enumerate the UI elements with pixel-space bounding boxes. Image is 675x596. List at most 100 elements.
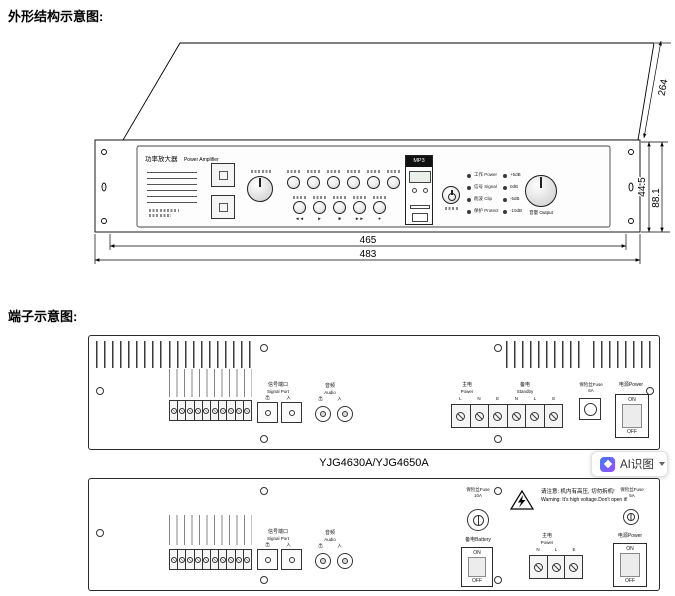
level-led (503, 210, 507, 214)
micro-label (313, 196, 327, 199)
vent-slots (96, 341, 162, 368)
terminal-screw (187, 556, 193, 563)
terminal (508, 405, 526, 427)
terminal-screw (178, 407, 185, 414)
micro-label (287, 170, 301, 173)
audio-label: 音频 Audio (324, 530, 336, 542)
micro-label (293, 196, 307, 199)
model-caption: YJG4630A/YJG4650A (319, 457, 429, 469)
micro-label (333, 196, 347, 199)
terminal-screw (187, 407, 193, 414)
standby-label: 备电 Standby (516, 382, 534, 394)
fuse-holder (467, 509, 489, 531)
round-button (287, 176, 300, 189)
mp3-module: MP3 (405, 155, 433, 225)
terminal (211, 550, 220, 569)
terminal-screw (219, 556, 226, 563)
terminal (178, 550, 187, 569)
media-button (373, 201, 386, 214)
level-led (503, 198, 507, 202)
output-knob-label: 音量 Output (519, 210, 563, 216)
vent-slots (506, 341, 586, 368)
panel-screw (260, 344, 268, 352)
terminal-screw (236, 556, 243, 563)
dim-depth: 264 (657, 78, 671, 97)
knob-indicator (540, 177, 542, 188)
terminal-screw (548, 411, 558, 421)
power-terminal-strip (451, 404, 563, 428)
terminal-screw (203, 407, 210, 414)
micro-label (353, 196, 367, 199)
micro-label (327, 170, 341, 173)
rocker (467, 557, 487, 577)
output-knob (525, 175, 557, 207)
led-label: 削波 Clip (474, 196, 493, 201)
knob-indicator (259, 178, 261, 187)
rca-jack-out (315, 553, 331, 569)
terminal-screw (493, 411, 503, 421)
mp3-display (409, 171, 431, 183)
micro-label (251, 170, 271, 173)
level-led (503, 174, 507, 178)
speaker-grille (147, 172, 197, 205)
front-view-drawing: 465 483 264 44.5 88.1 (94, 40, 672, 264)
usb-port (412, 213, 428, 222)
terminal-screw (244, 407, 251, 414)
terminal-screw (203, 556, 210, 563)
heading-outline: 外形结构示意图: (8, 9, 104, 24)
terminal-screw (551, 562, 561, 572)
panel-screw (260, 435, 268, 443)
power-switch-label: 电源Power (617, 533, 643, 539)
record-icon: ● (378, 216, 381, 221)
terminal (565, 556, 582, 578)
warning-en: Warning: It's high voltage.Don't open it… (541, 496, 628, 503)
led-label: -5dB (510, 196, 520, 201)
volume-knob (247, 176, 273, 202)
fuse-label: 保险丝Fuse 5A (620, 487, 644, 498)
terminal (530, 556, 548, 578)
terminal-screw (211, 407, 218, 414)
terminal-screw (530, 411, 540, 421)
switch-off-label: OFF (627, 429, 637, 435)
front-panel-title: 功率放大器 Power Amplifier (145, 148, 219, 166)
fuse-label: 保险丝Fuse 6A (579, 382, 603, 393)
dimension-lines (94, 40, 671, 264)
switch-on-label: ON (473, 550, 481, 556)
led-label: 工作 Power (474, 172, 498, 177)
terminal (219, 550, 228, 569)
signal-jacks (257, 402, 302, 423)
power-switch-label: 电源Power (618, 382, 644, 388)
terminal-screw (244, 556, 251, 563)
terminal (526, 405, 545, 427)
terminal (170, 550, 179, 569)
media-button (353, 201, 366, 214)
ai-scan-icon (600, 456, 615, 472)
switch-on-label: ON (628, 397, 636, 403)
round-button (327, 176, 340, 189)
micro-label (445, 207, 459, 210)
function-button (211, 195, 235, 219)
output-label-en: Output (539, 210, 553, 215)
heading-terminals: 端子示意图: (8, 309, 78, 324)
terminal-rotated-labels (169, 515, 252, 545)
status-led (467, 174, 471, 178)
terminal (178, 401, 187, 420)
status-led (467, 210, 471, 214)
ai-vision-button[interactable]: AI识图 (591, 451, 668, 477)
micro-label (387, 170, 401, 173)
terminal-screw (170, 556, 177, 563)
power-switch: ON OFF (615, 394, 649, 438)
chassis-top-face (122, 42, 655, 141)
terminal (195, 401, 203, 420)
front-title-en: Power Amplifier (183, 157, 219, 163)
chevron-down-icon[interactable] (658, 462, 665, 466)
audio-out-in: 出入 (318, 543, 342, 548)
warning-zh: 请注意: 机内有高压, 切勿拆机! (541, 489, 615, 495)
rca-jack-in (337, 553, 353, 569)
front-panel: 功率放大器 Power Amplifier ◄◄ (137, 146, 610, 227)
signal-jacks (257, 549, 302, 570)
rocker (621, 404, 643, 428)
round-button (387, 176, 400, 189)
